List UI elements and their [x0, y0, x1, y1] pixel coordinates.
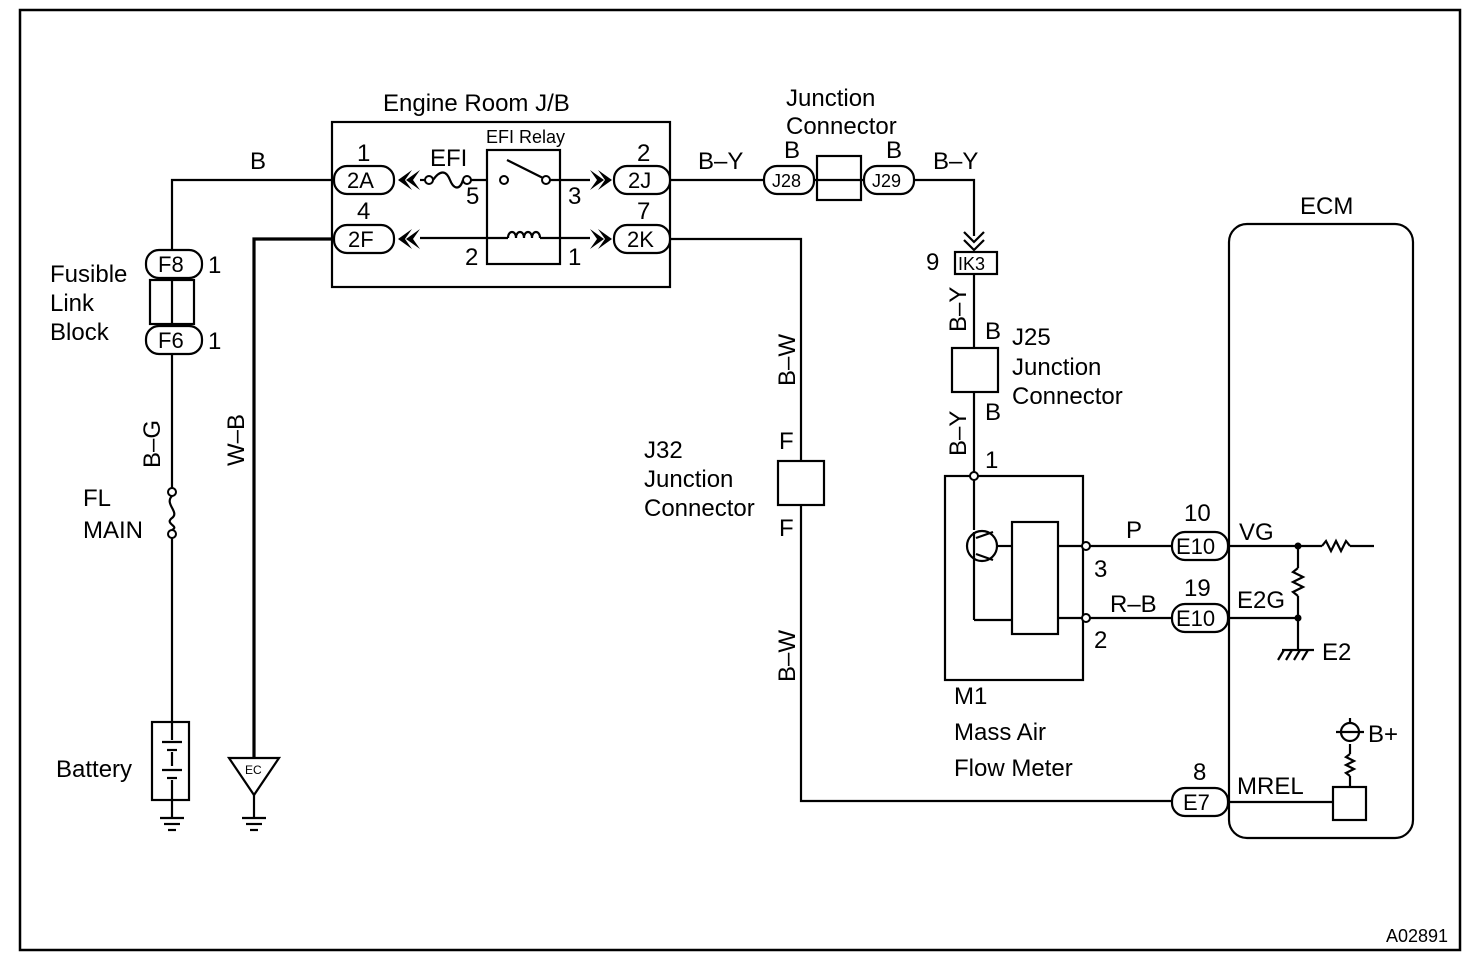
maf-pin-2: 2 — [1094, 627, 1107, 654]
jc-top-label-2: Connector — [786, 113, 897, 140]
wire-b-top: B — [250, 148, 266, 175]
wire-b-y-1: B–Y — [698, 148, 743, 175]
battery: Battery — [56, 720, 191, 832]
relay-pin-5: 5 — [466, 183, 479, 210]
ground-ec: W–B EC — [223, 237, 334, 832]
e7-mrel-pin: 8 — [1193, 759, 1206, 786]
j32-pin-bottom: F — [779, 515, 794, 542]
c2a-pin: 1 — [357, 140, 370, 167]
wire-p: P — [1126, 517, 1142, 544]
e10-e2g-id: E10 — [1176, 606, 1215, 631]
efi-fuse-label: EFI — [430, 145, 467, 172]
j32-label-3: Connector — [644, 495, 755, 522]
j29-pin: B — [886, 137, 902, 164]
ecm-b-plus: B+ — [1368, 721, 1398, 748]
battery-label: Battery — [56, 756, 132, 783]
ik3-pin: 9 — [926, 249, 939, 276]
maf-label-2: Mass Air — [954, 719, 1046, 746]
ecm-terminal-mrel: MREL — [1237, 773, 1304, 800]
c2f-id: 2F — [348, 227, 374, 252]
j25-label-3: Connector — [1012, 383, 1123, 410]
relay-pin-2: 2 — [465, 244, 478, 271]
c2j-pin: 2 — [637, 140, 650, 167]
efi-relay-label: EFI Relay — [486, 127, 565, 147]
c2f-pin: 4 — [357, 198, 370, 225]
j28-pin: B — [784, 137, 800, 164]
e7-mrel-id: E7 — [1183, 790, 1210, 815]
j28-id: J28 — [772, 171, 801, 191]
maf-pin-3: 3 — [1094, 556, 1107, 583]
fl-main-label-2: MAIN — [83, 517, 143, 544]
maf-label-3: Flow Meter — [954, 755, 1073, 782]
mass-air-flow-meter: 1 3 2 M1 Mass Air Flow Meter P R–B — [943, 447, 1172, 782]
f6-id: F6 — [158, 328, 184, 353]
engine-room-jb: Engine Room J/B 1 2A EFI 5 EFI Relay 3 2… — [330, 90, 672, 289]
c2j-id: 2J — [628, 168, 651, 193]
j32-label-2: Junction — [644, 466, 733, 493]
j25-label-2: Junction — [1012, 354, 1101, 381]
wire-b-w-2: B–W — [774, 630, 801, 682]
junction-connector-top: B–Y Junction Connector B J28 B J29 B–Y — [670, 85, 978, 236]
diagram-frame — [18, 8, 1462, 952]
wire-b-g: B–G — [139, 420, 166, 468]
fusible-label-1: Fusible — [50, 261, 127, 288]
relay-pin-3: 3 — [568, 183, 581, 210]
wire-r-b: R–B — [1110, 591, 1157, 618]
c2k-id: 2K — [627, 227, 654, 252]
ik3-id: IK3 — [958, 254, 985, 274]
fl-main-label-1: FL — [83, 485, 111, 512]
c2a-id: 2A — [347, 168, 374, 193]
wire-b-y-2: B–Y — [933, 148, 978, 175]
j25-pin-top: B — [985, 318, 1001, 345]
j32-connector: B–W F F B–W J32 Junction Connector — [644, 237, 1172, 803]
c2k-pin: 7 — [637, 198, 650, 225]
j32-pin-top: F — [779, 428, 794, 455]
e10-e2g-pin: 19 — [1184, 575, 1211, 602]
fusible-label-2: Link — [50, 290, 95, 317]
maf-pin-1: 1 — [985, 447, 998, 474]
j29-id: J29 — [872, 171, 901, 191]
ecm-e2-label: E2 — [1322, 639, 1351, 666]
relay-pin-1: 1 — [568, 244, 581, 271]
j32-label-1: J32 — [644, 437, 683, 464]
wire-b-y-3: B–Y — [945, 287, 972, 332]
fl-main-fuse: B–G FL MAIN — [83, 354, 177, 722]
f8-id: F8 — [158, 252, 184, 277]
j25-connector: B–Y B B B–Y J25 Junction Connector — [945, 274, 1123, 476]
f6-pin: 1 — [208, 328, 221, 355]
ecm-title: ECM — [1300, 193, 1353, 220]
fusible-link-block: B F8 1 F6 1 Fusible Link Block — [50, 148, 334, 356]
figure-code: A02891 — [1386, 926, 1448, 946]
ecm-terminal-vg: VG — [1239, 519, 1274, 546]
j25-label-1: J25 — [1012, 324, 1051, 351]
engine-room-jb-title: Engine Room J/B — [383, 90, 570, 117]
e10-vg-pin: 10 — [1184, 500, 1211, 527]
f8-pin: 1 — [208, 252, 221, 279]
ground-ec-label: EC — [245, 763, 262, 777]
ecm: ECM 10 E10 VG 19 E10 E2G E2 8 E7 MREL — [1170, 193, 1415, 840]
fusible-label-3: Block — [50, 319, 110, 346]
ecm-terminal-e2g: E2G — [1237, 587, 1285, 614]
wire-b-w-1: B–W — [774, 334, 801, 386]
e10-vg-id: E10 — [1176, 534, 1215, 559]
ik3-connector: IK3 9 — [926, 231, 999, 276]
j25-pin-bottom: B — [985, 399, 1001, 426]
wire-w-b: W–B — [223, 414, 250, 466]
maf-label-1: M1 — [954, 683, 987, 710]
wire-b-y-4: B–Y — [945, 411, 972, 456]
jc-top-label-1: Junction — [786, 85, 875, 112]
